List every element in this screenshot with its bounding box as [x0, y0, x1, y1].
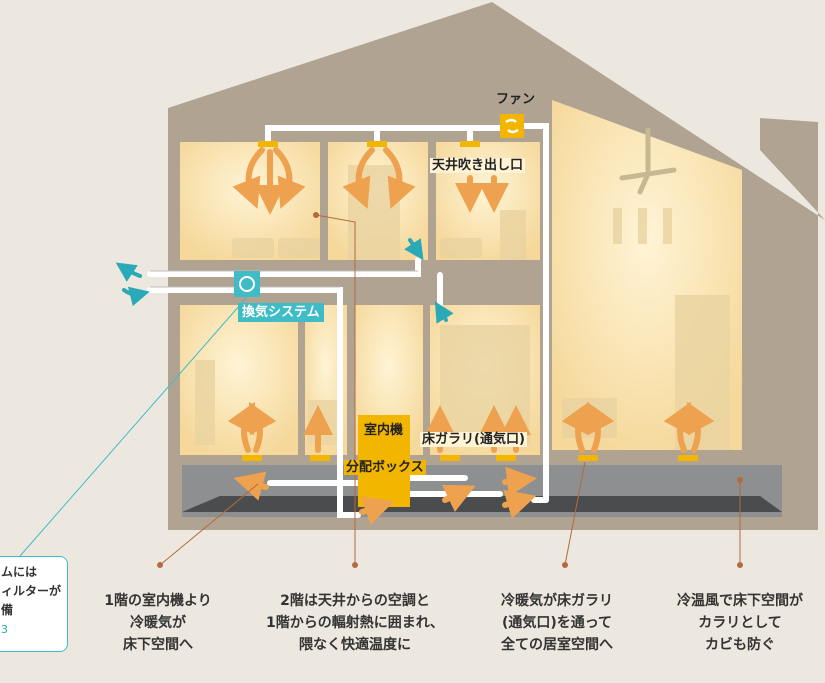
callout-link[interactable]: 3 — [1, 623, 8, 636]
caption-3: 冷暖気が床ガラリ (通気口)を通って 全ての居室空間へ — [501, 593, 613, 653]
floor-vents — [242, 455, 698, 461]
caption-1: 1階の室内機より 冷暖気が 床下空間へ — [104, 593, 212, 653]
fan-icon[interactable] — [500, 114, 524, 138]
ventilation-system-label: 換気システム — [238, 303, 324, 322]
fan-label: ファン — [496, 92, 536, 107]
ceiling-fan-icon — [619, 127, 677, 195]
distribution-box-label: 分配ボックス — [344, 460, 426, 475]
ceiling-outlet-label: 天井吹き出し口 — [430, 158, 526, 173]
caption-4: 冷温風で床下空間が カラリとして カビも防ぐ — [677, 593, 803, 653]
floor-vent-label: 床ガラリ(通気口) — [420, 432, 527, 447]
ceiling-vents — [258, 141, 480, 147]
callout-leader — [19, 296, 248, 557]
caption-2: 2階は天井からの空調と 1階からの輻射熱に囲まれ、 隈なく快適温度に — [266, 593, 444, 653]
leader-lines — [159, 214, 741, 566]
ventilation-icon[interactable] — [234, 271, 260, 297]
indoor-unit-label: 室内機 — [364, 423, 404, 438]
ventilation-callout: ムには ィルターが 備 3 — [0, 556, 68, 652]
